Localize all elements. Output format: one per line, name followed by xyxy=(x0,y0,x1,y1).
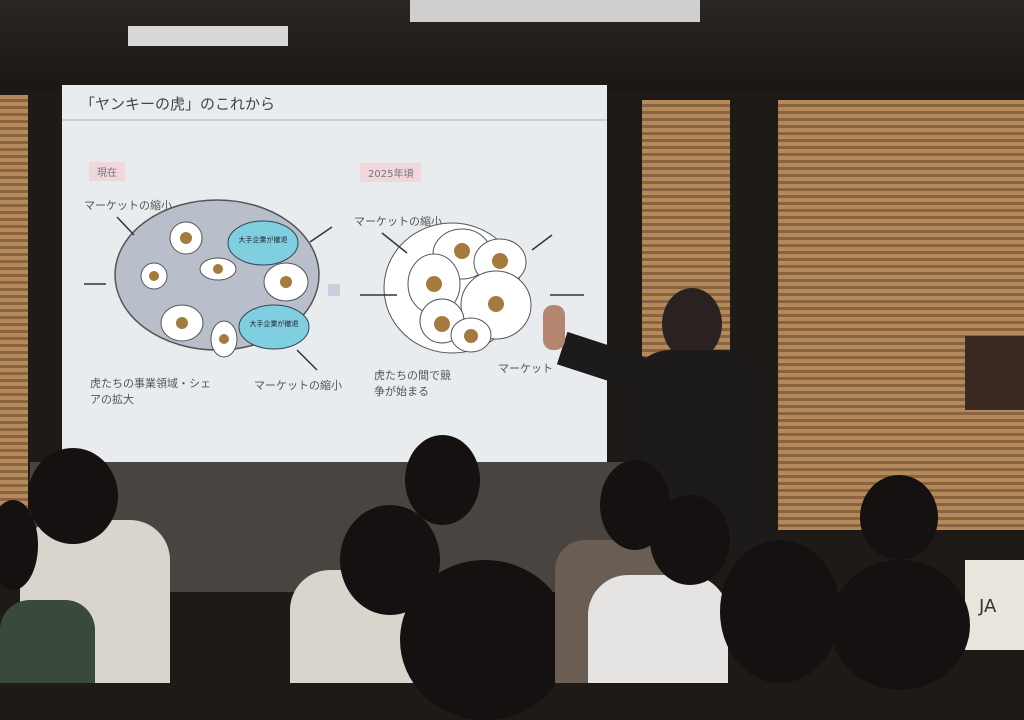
speaker-hand xyxy=(543,305,565,350)
audience-member-head xyxy=(650,495,730,585)
sign-board: JA xyxy=(965,560,1024,650)
big-company-exit-label: 大手企業が撤退 xyxy=(249,320,299,328)
speaker-head xyxy=(662,288,722,360)
projector xyxy=(128,26,288,46)
label-market-partial: マーケット xyxy=(498,362,553,375)
audience-member-head xyxy=(860,475,938,560)
big-company-exit-label: 大手企業が撤退 xyxy=(238,236,288,244)
tag-future: 2025年頃 xyxy=(360,163,422,182)
audience-member xyxy=(588,575,728,683)
audience-member xyxy=(0,600,95,683)
market-diagram xyxy=(84,199,584,371)
slide-title: 「ヤンキーの虎」のこれから xyxy=(80,95,276,113)
sign-text: JA xyxy=(979,596,997,617)
label-market-shrink: マーケットの縮小 xyxy=(254,379,342,392)
audience-member-head xyxy=(405,435,480,525)
label-market-shrink: マーケットの縮小 xyxy=(84,199,172,212)
audience-member-head xyxy=(830,560,970,690)
lamp-shade xyxy=(965,336,1024,410)
label-expansion: 虎たちの事業領域・シェアの拡大 xyxy=(90,377,211,406)
window-blind xyxy=(778,100,1024,530)
audience-member-head xyxy=(720,540,840,683)
label-competition: 虎たちの間で競争が始まる xyxy=(374,369,451,398)
label-market-shrink: マーケットの縮小 xyxy=(354,215,442,228)
projection-screen: 「ヤンキーの虎」のこれから 現在 2025年頃 マーケットの縮小 マーケットの縮… xyxy=(62,85,607,462)
ceiling-light xyxy=(410,0,700,22)
audience-member-head xyxy=(28,448,118,544)
audience-member-head xyxy=(400,560,570,720)
title-divider xyxy=(62,119,607,121)
left-window-blind xyxy=(0,95,28,515)
tag-now: 現在 xyxy=(89,162,125,181)
